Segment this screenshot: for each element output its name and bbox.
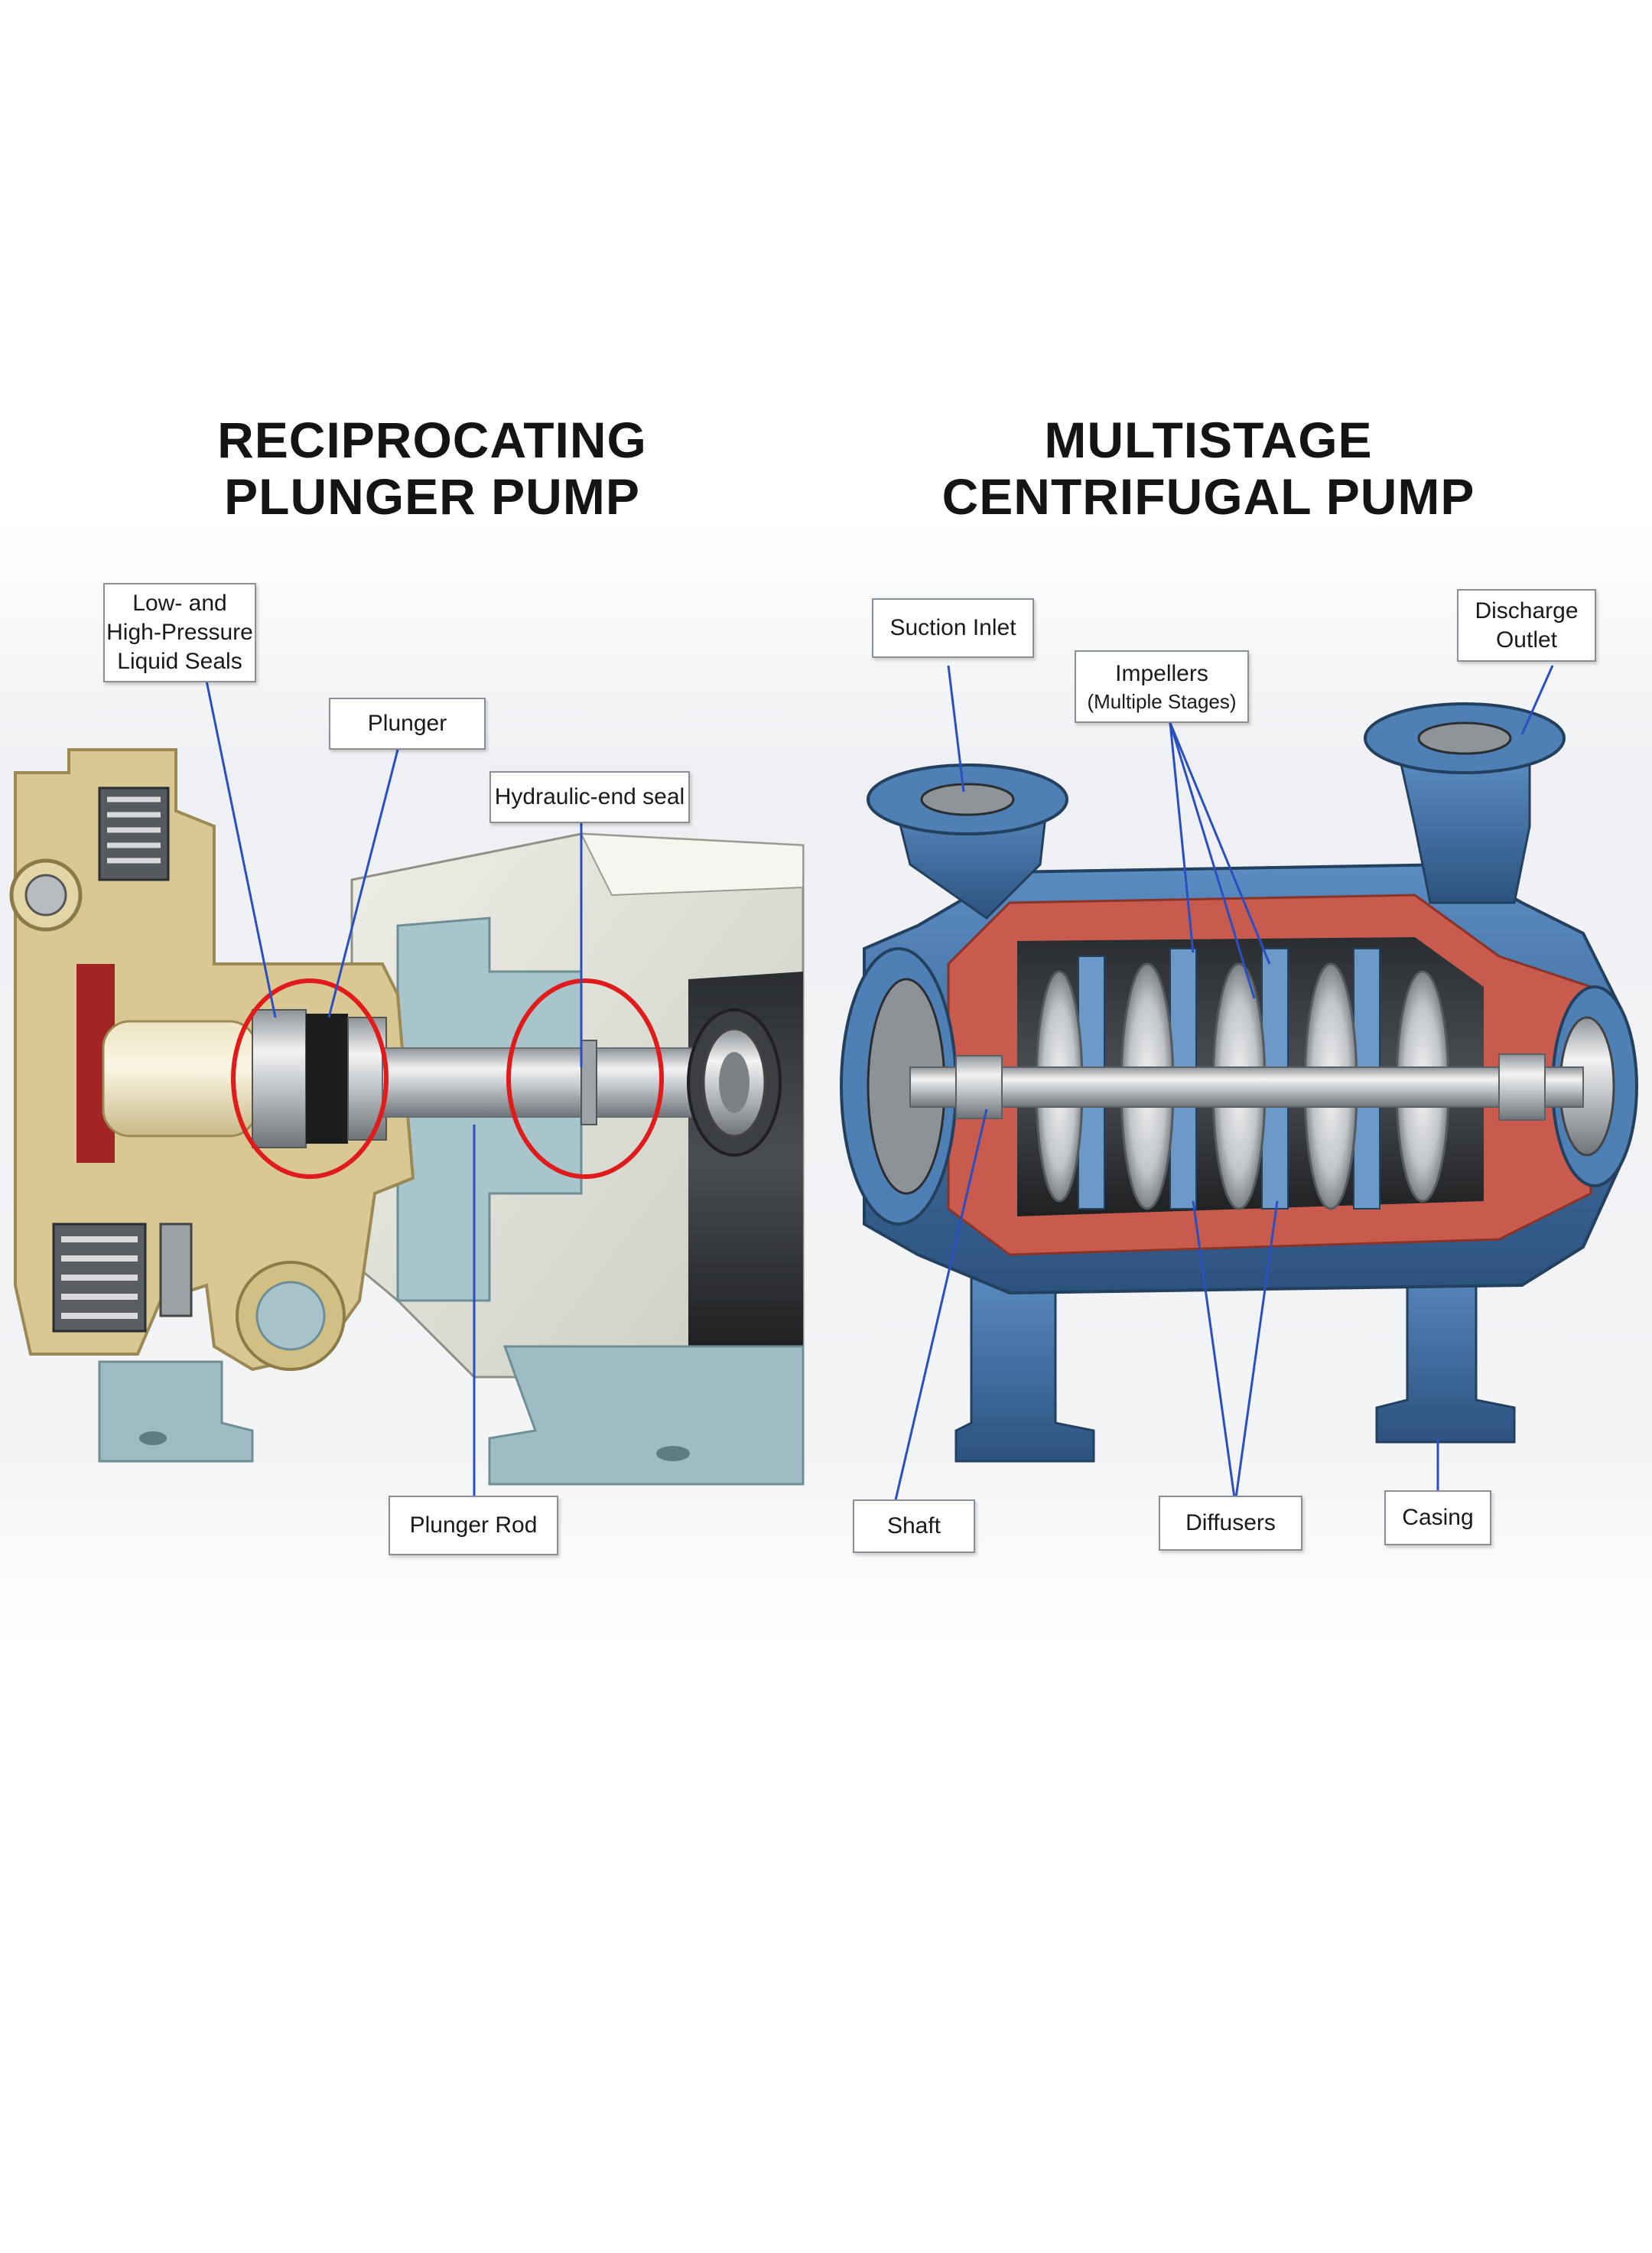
label-diffusers: Diffusers <box>1159 1496 1302 1551</box>
leader-lines <box>205 665 1554 1504</box>
shaft-label-text: Shaft <box>886 1513 941 1538</box>
title-multistage-centrifugal-pump: MULTISTAGE CENTRIFUGAL PUMP <box>887 412 1530 525</box>
title-reciprocating-plunger-pump: RECIPROCATING PLUNGER PUMP <box>115 412 750 525</box>
suction-inlet-label-text: Suction Inlet <box>889 615 1016 640</box>
label-low-high-pressure-liquid-seals: Low- and High-Pressure Liquid Seals <box>103 583 256 682</box>
label-discharge-outlet: Discharge Outlet <box>1457 589 1596 662</box>
seals-label-line-1: Low- and <box>132 591 227 616</box>
title-left-line-1: RECIPROCATING <box>217 412 647 468</box>
label-plunger-rod: Plunger Rod <box>389 1496 558 1555</box>
hydraulic-seal-label-text: Hydraulic-end seal <box>494 784 685 809</box>
title-right-line-2: CENTRIFUGAL PUMP <box>941 468 1475 525</box>
shaft <box>909 1066 1584 1108</box>
plunger-label-text: Plunger <box>367 711 447 736</box>
title-left-line-2: PLUNGER PUMP <box>224 468 640 525</box>
label-plunger: Plunger <box>329 698 486 750</box>
label-suction-inlet: Suction Inlet <box>872 598 1034 658</box>
discharge-label-line-2: Outlet <box>1495 627 1558 653</box>
suction-valve <box>52 1223 193 1333</box>
plunger-pump-drawing <box>9 748 805 1486</box>
plunger-rod-label-text: Plunger Rod <box>409 1512 538 1538</box>
label-shaft: Shaft <box>853 1499 975 1553</box>
centrifugal-pump-drawing <box>840 702 1638 1463</box>
highlight-circle-hydraulic-seal <box>506 978 664 1179</box>
seals-label-line-2: High-Pressure <box>106 620 253 645</box>
discharge-valve <box>9 786 170 932</box>
impellers-label-line-2: (Multiple Stages) <box>1087 689 1237 713</box>
label-hydraulic-end-seal: Hydraulic-end seal <box>489 771 690 823</box>
impellers-label-line-1: Impellers <box>1115 660 1208 686</box>
label-casing: Casing <box>1384 1490 1491 1545</box>
diffusers-label-text: Diffusers <box>1185 1510 1276 1535</box>
title-right-line-1: MULTISTAGE <box>1044 412 1373 468</box>
casing-label-text: Casing <box>1402 1505 1474 1530</box>
bearing <box>687 1008 782 1157</box>
label-impellers-multiple-stages: Impellers (Multiple Stages) <box>1075 650 1249 723</box>
seals-label-line-3: Liquid Seals <box>117 649 242 674</box>
highlight-circle-seals <box>231 978 389 1179</box>
discharge-label-line-1: Discharge <box>1475 597 1579 623</box>
